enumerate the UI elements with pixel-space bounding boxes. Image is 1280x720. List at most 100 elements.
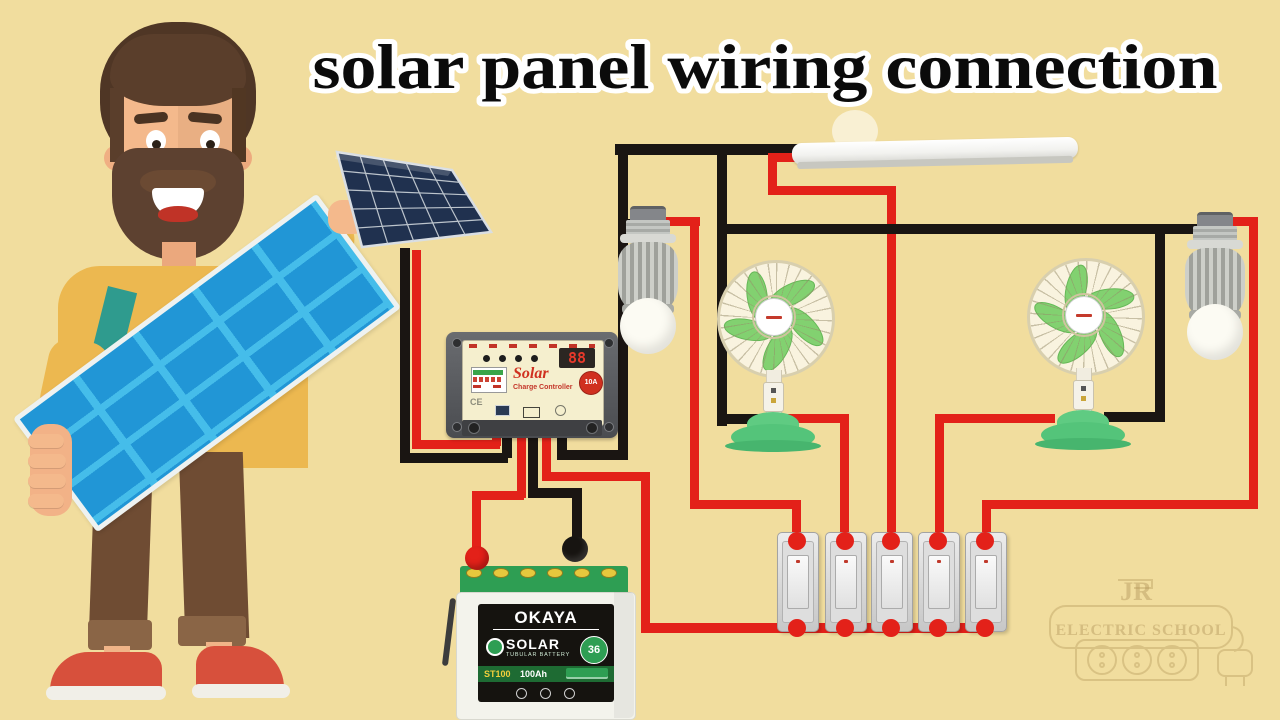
battery-glyph [523,407,540,418]
bulb-ring [620,234,676,243]
bulb-glyph [555,405,566,416]
switch-indicator [844,560,848,563]
battery-cell-cap [601,568,617,578]
battery-cell-cap [547,568,563,578]
finger [28,434,64,448]
wire-segment [400,248,410,462]
indicator-led [515,355,522,362]
junction-dot [788,532,806,550]
switch-rocker [835,555,857,609]
switch-indicator [890,560,894,563]
wire-segment [557,428,567,458]
wire-segment [982,500,1258,509]
switch-indicator [796,560,800,563]
wire-segment [717,144,727,426]
battery-cell-cap [520,568,536,578]
wire-segment [412,440,500,449]
sideburn-left [110,88,124,162]
indicator-led [483,355,490,362]
tube-light [791,136,1079,173]
junction-dot [882,532,900,550]
junction-dot [836,619,854,637]
hair-front [110,34,246,106]
label-icon [540,688,551,699]
junction-dot [882,619,900,637]
wire-segment [615,144,811,155]
fan-control-box [1073,380,1094,410]
label-icon [564,688,575,699]
model-strip: ST100 100Ah [478,666,614,682]
junction-dot [976,619,994,637]
wire-segment [768,153,812,162]
bulb-collar [1193,226,1237,241]
fan-inner-ring [1062,293,1106,337]
digital-display: 88 [559,348,595,368]
panel-glyph [495,405,510,416]
fan-base-rim [1035,438,1131,450]
fan-button [771,388,776,393]
junction-dot [788,619,806,637]
sticker-red-row [473,377,503,382]
wire-segment [1220,217,1258,226]
fan-brand-mark [1076,313,1092,317]
wire-segment [654,217,700,226]
controller-brand: Solar [513,365,549,382]
ce-mark: CE [470,397,483,407]
fan-base-rim [725,440,821,452]
power-strip-icon [1075,639,1199,681]
right-cuff [178,616,246,646]
wire-segment [935,414,1055,423]
wire-segment [935,414,944,544]
wire-segment [472,491,481,555]
wire-segment [768,153,777,195]
battery-handle [441,597,457,667]
wire-segment [472,491,524,500]
junction-dot [929,619,947,637]
switch-4 [918,532,960,632]
watermark-school-text: ELECTRIC SCHOOL [1055,622,1226,639]
controller-type-label: Charge Controller [513,384,573,391]
left-sole [46,686,166,700]
battery-cell-cap [574,568,590,578]
battery-cell-cap [493,568,509,578]
warranty-badge: 36 [580,636,608,664]
sticker-text-row [473,385,503,388]
led-bulb-right [1179,212,1251,362]
screw [604,338,614,348]
finger [28,454,66,468]
title-banner: solar panel wiring connection [308,26,1223,107]
sideburn-right [232,88,246,162]
right-sole [192,684,290,698]
fan-control-box [763,382,784,412]
wire-segment [412,250,421,448]
left-cuff [88,620,152,650]
watermark-frame [1049,605,1233,649]
terminal-screw [468,422,480,434]
junction-dot [836,532,854,550]
leaf-badge [486,638,504,656]
finger [28,474,66,488]
wire-segment [887,186,896,544]
battery-brand: OKAYA [514,608,578,627]
wire-segment [572,488,582,550]
wire-segment [542,426,551,478]
battery-negative-terminal [562,536,588,562]
indicator-led [499,355,506,362]
rooftop-solar-panel [335,150,494,249]
fan-brand-mark [766,315,782,319]
watermark-monogram: JR [1120,577,1152,606]
switch-rocker [881,555,903,609]
screw [452,338,462,348]
wire-segment [557,450,628,460]
battery-model: ST100 [484,669,511,679]
fan-button [771,398,776,403]
wire-segment [722,224,1222,234]
bulb-dome [1187,304,1243,360]
led-bulb-left [612,206,684,356]
switch-rocker [928,555,950,609]
junction-dot [929,532,947,550]
wire-segment [840,414,849,544]
battery-shade [614,592,634,718]
switch-rocker [975,555,997,609]
